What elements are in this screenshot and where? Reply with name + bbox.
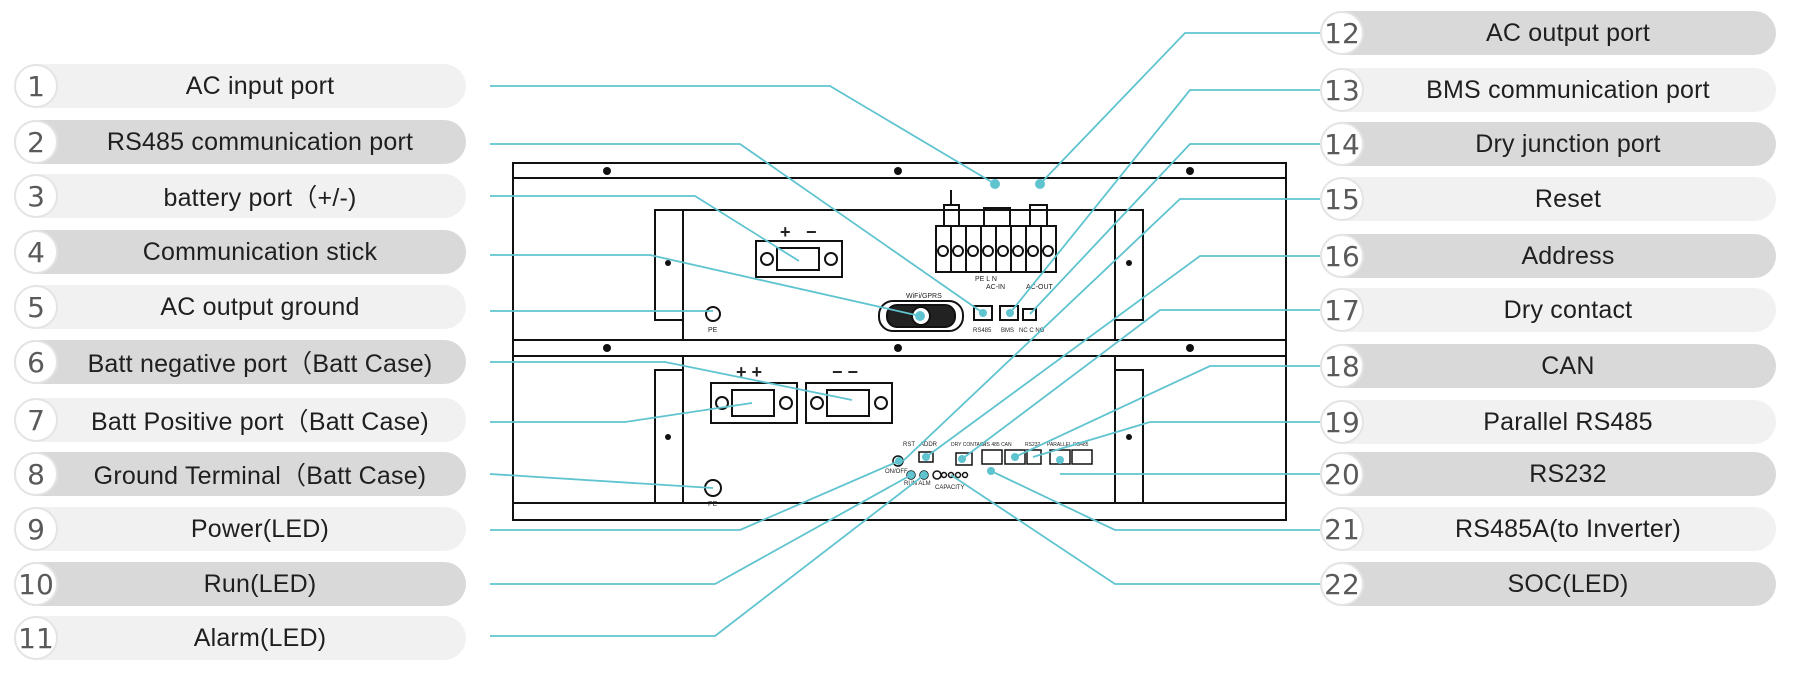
label-number: 7	[14, 398, 58, 442]
label-number: 16	[1320, 234, 1364, 278]
leader-dots	[895, 179, 1064, 479]
label-text: Communication stick	[142, 237, 378, 266]
rst-label: RST	[903, 442, 915, 448]
label-number: 11	[14, 616, 58, 660]
pe-label-upper: PE	[708, 327, 718, 334]
label-soc-led: 22 SOC(LED)	[1320, 562, 1776, 606]
battery-terminal-lower-pos	[710, 382, 798, 424]
label-text: CAN	[1541, 351, 1595, 380]
bms-label: BMS	[1001, 328, 1014, 334]
label-number: 12	[1320, 11, 1364, 55]
label-text: Dry junction port	[1475, 129, 1661, 158]
rs485-upper-label: RS485	[973, 328, 992, 334]
label-number: 13	[1320, 68, 1364, 112]
label-number: 8	[14, 452, 58, 496]
label-text: RS485A(to Inverter)	[1454, 514, 1682, 543]
label-text: Dry contact	[1503, 295, 1633, 324]
label-number: 4	[14, 230, 58, 274]
label-number: 22	[1320, 562, 1364, 606]
ac-in-label: AC-IN	[986, 284, 1005, 291]
battery-lower-minus-mark: − −	[832, 362, 858, 382]
label-number: 2	[14, 120, 58, 164]
label-number: 1	[14, 64, 58, 108]
label-batt-positive-port: 7 Batt Positive port（Batt Case)	[14, 398, 466, 442]
label-text: Run(LED)	[203, 569, 317, 598]
ac-terminal-strip	[935, 190, 1057, 273]
label-alarm-led: 11 Alarm(LED)	[14, 616, 466, 660]
capacity-label: CAPACITY	[935, 485, 965, 491]
label-dry-junction-port: 14 Dry junction port	[1320, 122, 1776, 166]
pe-l-n-label: PE L N	[975, 276, 997, 283]
nc-no-label: NC C NO	[1019, 328, 1045, 334]
label-text: AC output port	[1485, 18, 1650, 47]
label-text: RS232	[1529, 459, 1607, 488]
label-ac-output-ground: 5 AC output ground	[14, 285, 466, 329]
label-address: 16 Address	[1320, 234, 1776, 278]
label-text: Batt negative port（Batt Case)	[87, 350, 433, 378]
label-battery-port: 3 battery port（+/-)	[14, 174, 466, 218]
on-off-label: ON/OFF	[885, 469, 908, 475]
label-text: RS485 communication port	[106, 127, 414, 156]
label-text: Ground Terminal（Batt Case)	[93, 462, 427, 490]
label-number: 19	[1320, 400, 1364, 444]
label-text: battery port（+/-)	[163, 184, 357, 212]
label-number: 20	[1320, 452, 1364, 496]
label-text: SOC(LED)	[1507, 569, 1629, 598]
rs232-label: RS232	[1025, 442, 1041, 448]
leader-lines	[489, 32, 1320, 637]
battery-terminal-upper	[755, 240, 843, 278]
label-reset: 15 Reset	[1320, 177, 1776, 221]
label-ac-output-port: 12 AC output port	[1320, 11, 1776, 55]
label-text: AC output ground	[160, 292, 360, 321]
label-number: 18	[1320, 344, 1364, 388]
pe-ground-upper	[705, 306, 721, 322]
label-text: Parallel RS485	[1483, 407, 1653, 436]
label-run-led: 10 Run(LED)	[14, 562, 466, 606]
run-alm-label: RUN ALM	[904, 481, 931, 487]
battery-plus-mark: +	[780, 222, 791, 242]
rivets	[603, 167, 1194, 440]
rs485-can-label: RS 485 CAN	[983, 442, 1012, 448]
label-text: Batt Positive port（Batt Case)	[91, 408, 429, 436]
label-text: Power(LED)	[190, 514, 330, 543]
label-text: Address	[1521, 241, 1615, 270]
label-text: AC input port	[185, 71, 335, 100]
label-power-led: 9 Power(LED)	[14, 507, 466, 551]
label-batt-negative-port: 6 Batt negative port（Batt Case)	[14, 340, 466, 384]
label-can: 18 CAN	[1320, 344, 1776, 388]
label-rs485a-to-inverter: 21 RS485A(to Inverter)	[1320, 507, 1776, 551]
label-rs485-communication-port: 2 RS485 communication port	[14, 120, 466, 164]
dry-contact-label: DRY CONTACT	[951, 442, 987, 448]
ac-out-label: AC-OUT	[1026, 284, 1054, 291]
label-number: 14	[1320, 122, 1364, 166]
battery-terminal-lower-neg	[805, 382, 893, 424]
label-number: 5	[14, 285, 58, 329]
label-text: BMS communication port	[1426, 75, 1710, 104]
label-dry-contact: 17 Dry contact	[1320, 288, 1776, 332]
label-rs232: 20 RS232	[1320, 452, 1776, 496]
battery-minus-mark: −	[806, 222, 817, 242]
wifi-label: WiFi/GPRS	[906, 293, 942, 300]
label-ac-input-port: 1 AC input port	[14, 64, 466, 108]
label-number: 3	[14, 174, 58, 218]
label-number: 15	[1320, 177, 1364, 221]
label-text: Alarm(LED)	[193, 623, 327, 652]
addr-label: ADDR	[920, 442, 938, 448]
label-ground-terminal: 8 Ground Terminal（Batt Case)	[14, 452, 466, 496]
label-number: 6	[14, 340, 58, 384]
label-number: 21	[1320, 507, 1364, 551]
label-parallel-rs485: 19 Parallel RS485	[1320, 400, 1776, 444]
label-text: Reset	[1534, 184, 1602, 213]
pe-label-lower: PE	[708, 501, 718, 508]
label-number: 17	[1320, 288, 1364, 332]
label-communication-stick: 4 Communication stick	[14, 230, 466, 274]
label-number: 10	[14, 562, 58, 606]
parallel-rs485-label: PARALLEL RS485	[1047, 442, 1089, 448]
label-bms-communication-port: 13 BMS communication port	[1320, 68, 1776, 112]
label-number: 9	[14, 507, 58, 551]
